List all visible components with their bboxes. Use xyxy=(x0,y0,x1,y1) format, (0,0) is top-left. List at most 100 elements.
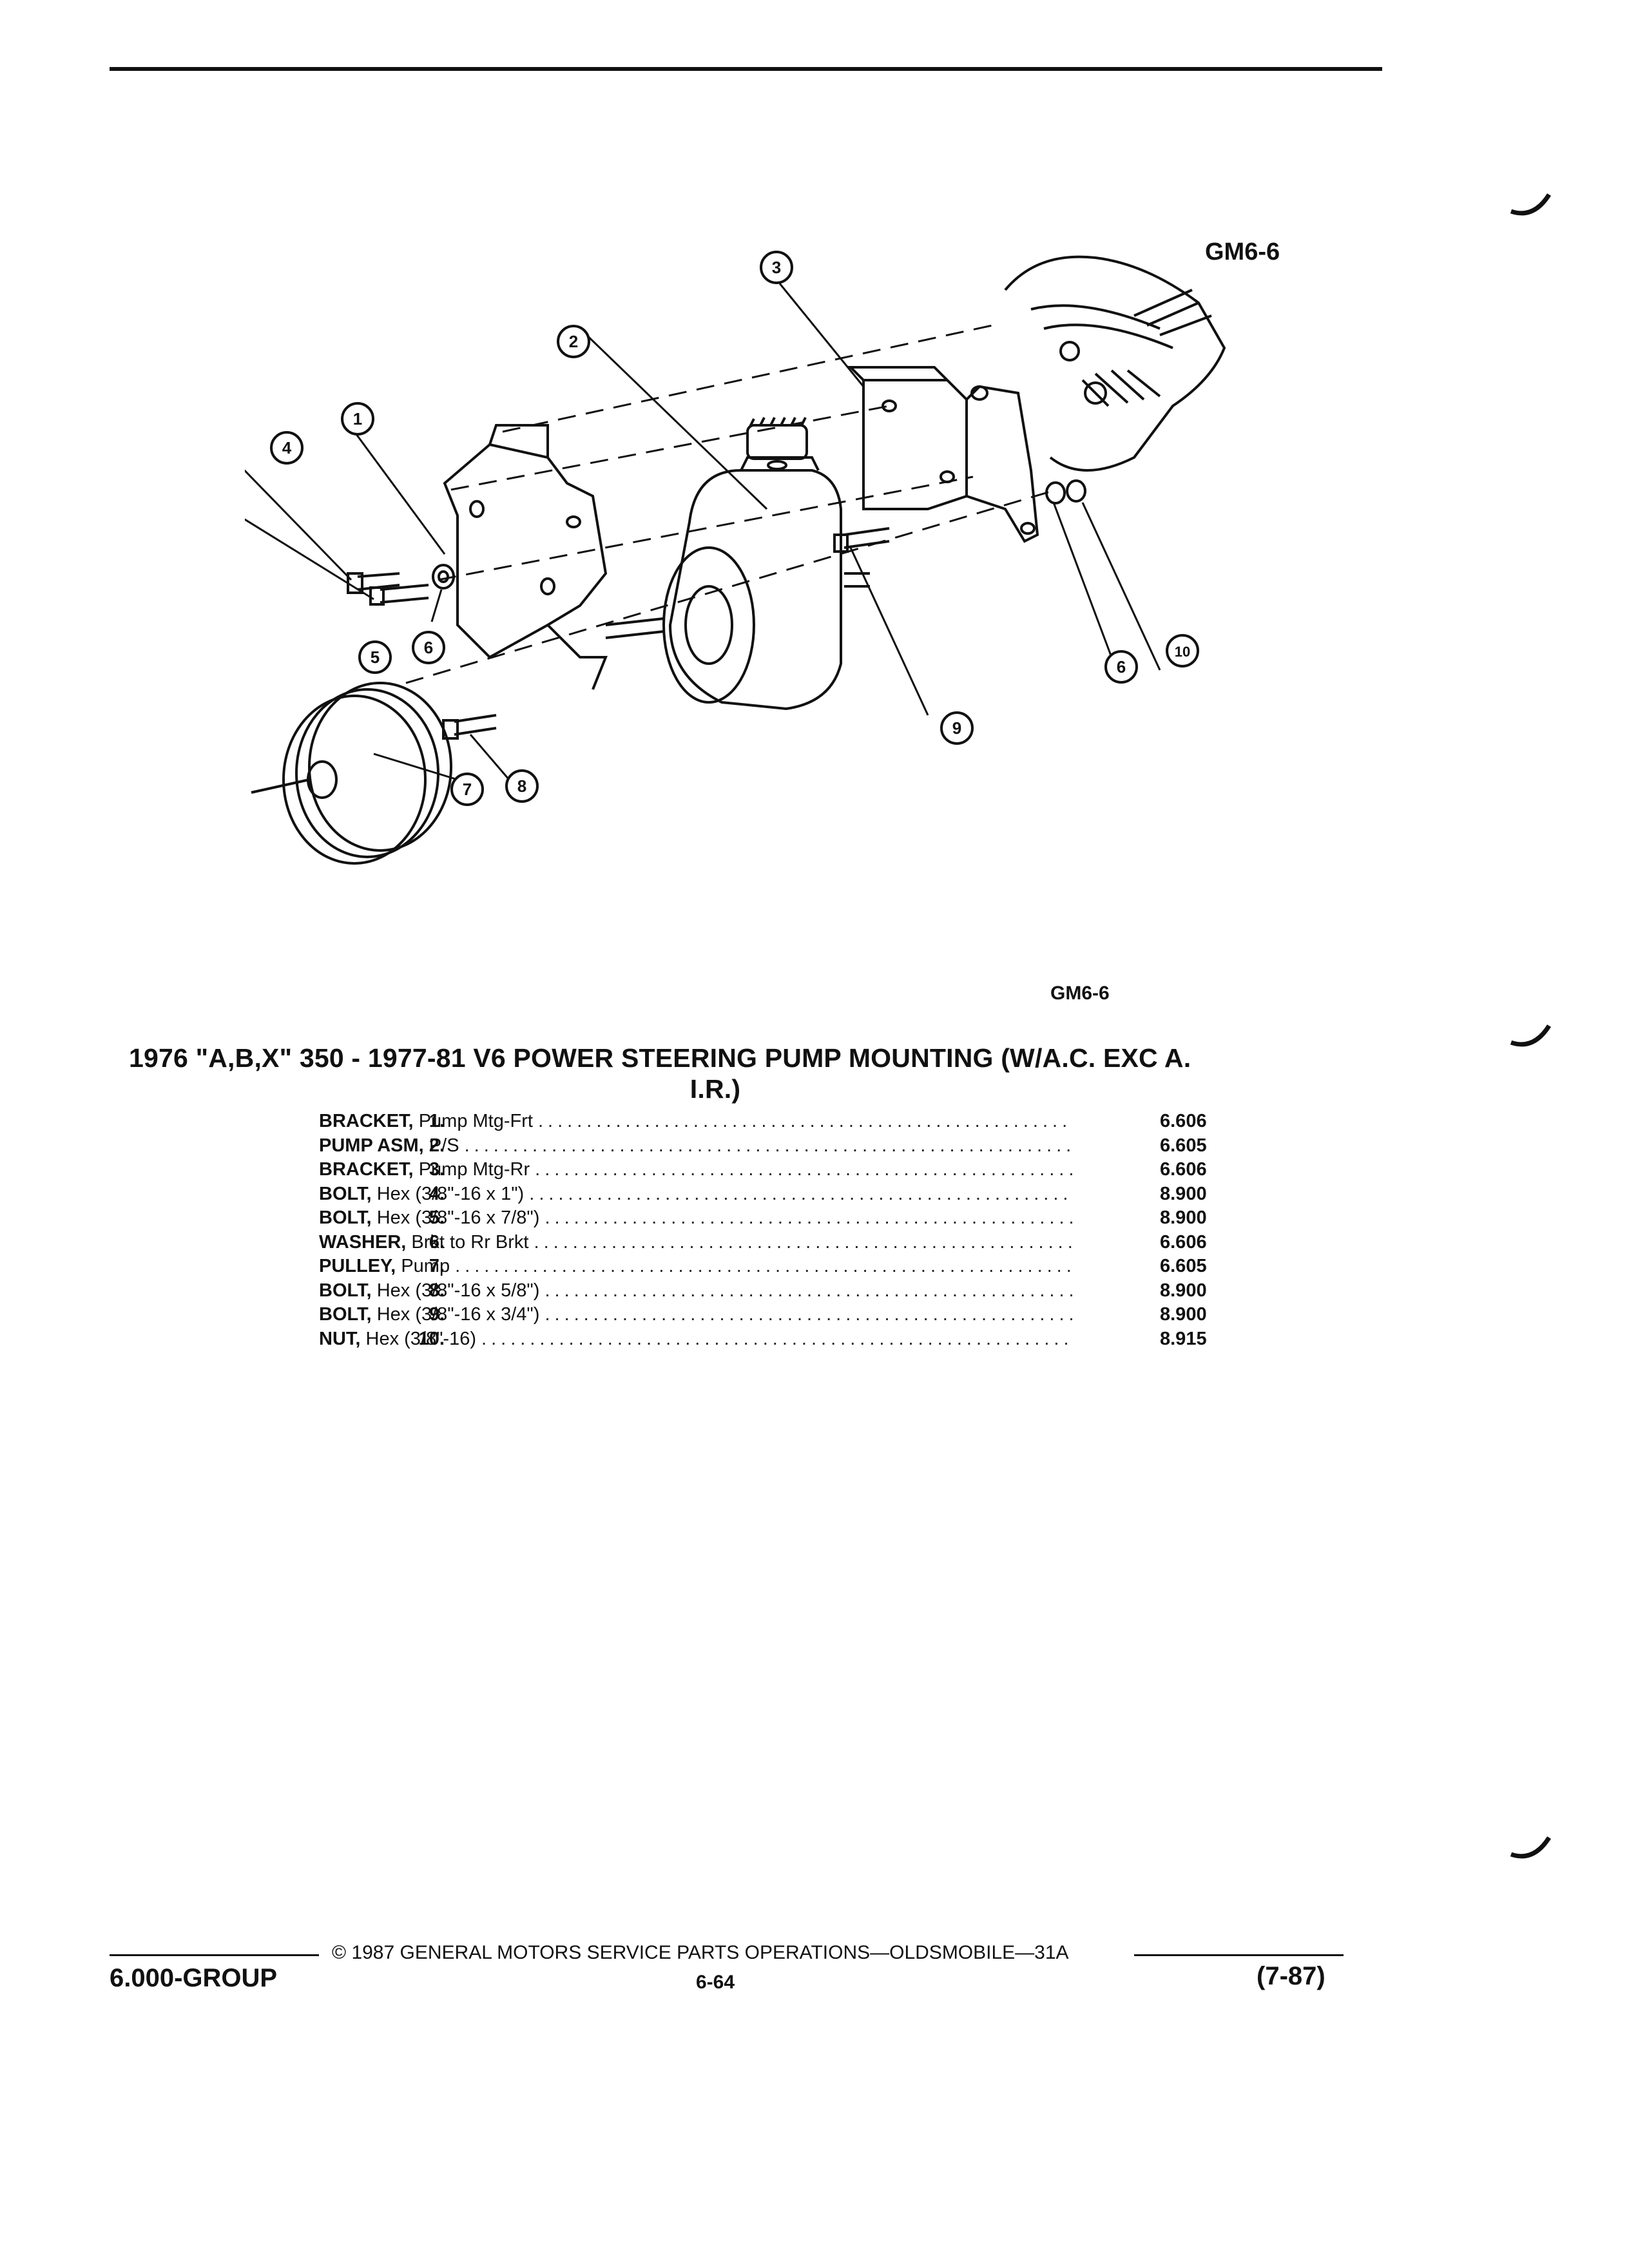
binding-mark-icon xyxy=(1510,193,1551,216)
part-description: BOLT, Hex (3/8"-16 x 7/8") .............… xyxy=(319,1206,1073,1230)
part-number: 2. xyxy=(429,1135,445,1156)
part-name: BRACKET, xyxy=(319,1159,414,1180)
part-detail: Hex (3/8"-16 x 5/8") xyxy=(376,1280,540,1301)
leader-dots: ........................................… xyxy=(455,1256,1073,1276)
svg-text:1: 1 xyxy=(353,409,362,428)
svg-text:6: 6 xyxy=(1117,657,1126,677)
callout-10: 10 xyxy=(1166,634,1199,668)
part-description: BOLT, Hex (3/8"-16 x 3/4") .............… xyxy=(319,1303,1073,1327)
part-row: 10.NUT, Hex (3/8"-16) ..................… xyxy=(193,1327,1224,1352)
leader-dots: ........................................… xyxy=(481,1328,1073,1349)
part-description: PULLEY, Pump ...........................… xyxy=(319,1254,1073,1278)
pump-mounting-illustration xyxy=(245,255,1226,865)
part-number: 4. xyxy=(429,1183,445,1204)
part-detail: Pump Mtg-Rr xyxy=(418,1159,530,1180)
callout-7: 7 xyxy=(450,773,484,806)
page-number: 6-64 xyxy=(696,1972,735,1993)
leader-dots: ........................................… xyxy=(545,1304,1073,1325)
binding-mark-icon xyxy=(1510,1024,1551,1047)
leader-dots: ........................................… xyxy=(535,1159,1073,1180)
part-group-number: 6.606 xyxy=(1160,1111,1207,1131)
svg-text:7: 7 xyxy=(463,780,472,799)
part-description: BRACKET, Pump Mtg-Frt ..................… xyxy=(319,1110,1073,1133)
part-detail: Hex (3/8"-16 x 7/8") xyxy=(376,1207,540,1228)
callout-8: 8 xyxy=(505,769,539,803)
leader-dots: ........................................… xyxy=(464,1135,1073,1156)
callout-3: 3 xyxy=(760,251,793,284)
part-description: NUT, Hex (3/8"-16) .....................… xyxy=(319,1327,1073,1351)
part-name: BOLT, xyxy=(319,1207,372,1228)
part-description: BOLT, Hex (3/8"-16 x 1") ...............… xyxy=(319,1182,1073,1206)
part-group-number: 6.605 xyxy=(1160,1256,1207,1276)
part-row: 5.BOLT, Hex (3/8"-16 x 7/8") ...........… xyxy=(193,1206,1224,1231)
part-name: PULLEY, xyxy=(319,1256,396,1276)
part-number: 3. xyxy=(429,1159,445,1180)
callout-2: 2 xyxy=(557,325,590,358)
section-title-line1: 1976 "A,B,X" 350 - 1977-81 V6 POWER STEE… xyxy=(129,1043,1191,1073)
binding-mark-icon xyxy=(1510,1836,1551,1859)
part-number: 7. xyxy=(429,1256,445,1276)
leader-dots: ........................................… xyxy=(534,1231,1073,1253)
part-group-number: 6.606 xyxy=(1160,1231,1207,1253)
part-group-number: 8.900 xyxy=(1160,1280,1207,1301)
part-group-number: 8.900 xyxy=(1160,1207,1207,1228)
group-label: 6.000-GROUP xyxy=(110,1964,278,1992)
svg-text:10: 10 xyxy=(1175,644,1190,660)
top-rule xyxy=(110,67,1382,71)
diagram-code: GM6-6 xyxy=(1205,238,1280,265)
part-detail: Hex (3/8"-16) xyxy=(365,1328,476,1349)
svg-text:3: 3 xyxy=(772,258,781,277)
part-number: 6. xyxy=(429,1231,445,1253)
leader-dots: ........................................… xyxy=(538,1111,1073,1131)
part-row: 8.BOLT, Hex (3/8"-16 x 5/8") ...........… xyxy=(193,1279,1224,1303)
part-group-number: 6.606 xyxy=(1160,1159,1207,1180)
callout-6a: 6 xyxy=(412,631,445,664)
svg-text:6: 6 xyxy=(424,638,433,657)
callout-5: 5 xyxy=(358,640,392,674)
callout-1: 1 xyxy=(341,402,374,436)
callout-6b: 6 xyxy=(1104,650,1138,684)
callout-9: 9 xyxy=(940,711,974,745)
part-description: BRACKET, Pump Mtg-Rr ...................… xyxy=(319,1158,1073,1182)
revision-date: (7-87) xyxy=(1257,1962,1325,1990)
svg-text:8: 8 xyxy=(517,776,526,796)
svg-text:2: 2 xyxy=(569,332,578,351)
part-description: BOLT, Hex (3/8"-16 x 5/8") .............… xyxy=(319,1279,1073,1303)
part-row: 4.BOLT, Hex (3/8"-16 x 1") .............… xyxy=(193,1182,1224,1207)
part-name: PUMP ASM, xyxy=(319,1135,424,1156)
svg-text:4: 4 xyxy=(282,438,292,457)
part-row: 1.BRACKET, Pump Mtg-Frt ................… xyxy=(193,1110,1224,1134)
part-detail: P/S xyxy=(429,1135,459,1156)
part-number: 5. xyxy=(429,1207,445,1228)
part-row: 3.BRACKET, Pump Mtg-Rr .................… xyxy=(193,1158,1224,1182)
part-name: NUT, xyxy=(319,1328,361,1349)
parts-list: 1.BRACKET, Pump Mtg-Frt ................… xyxy=(193,1110,1224,1351)
part-name: BRACKET, xyxy=(319,1111,414,1131)
part-detail: Brkt to Rr Brkt xyxy=(411,1231,529,1253)
part-row: 2.PUMP ASM, P/S ........................… xyxy=(193,1134,1224,1158)
part-number: 8. xyxy=(429,1280,445,1301)
callout-4: 4 xyxy=(270,431,304,465)
copyright-text: © 1987 GENERAL MOTORS SERVICE PARTS OPER… xyxy=(332,1942,1069,1963)
section-title: 1976 "A,B,X" 350 - 1977-81 V6 POWER STEE… xyxy=(129,1043,1353,1104)
part-description: WASHER, Brkt to Rr Brkt ................… xyxy=(319,1231,1073,1254)
part-number: 10. xyxy=(418,1328,445,1349)
part-detail: Hex (3/8"-16 x 1") xyxy=(376,1183,525,1204)
part-row: 6.WASHER, Brkt to Rr Brkt ..............… xyxy=(193,1231,1224,1255)
part-row: 9.BOLT, Hex (3/8"-16 x 3/4") ...........… xyxy=(193,1303,1224,1327)
part-description: PUMP ASM, P/S ..........................… xyxy=(319,1134,1073,1158)
leader-dots: ........................................… xyxy=(529,1183,1073,1204)
svg-text:5: 5 xyxy=(371,648,380,667)
part-group-number: 8.900 xyxy=(1160,1304,1207,1325)
part-detail: Pump Mtg-Frt xyxy=(418,1111,533,1131)
callout-layer: 1 2 3 4 5 6 6 7 8 9 10 xyxy=(270,251,1199,806)
footer-rule-left xyxy=(110,1954,319,1956)
part-name: BOLT, xyxy=(319,1280,372,1301)
figure-caption-code: GM6-6 xyxy=(1050,983,1110,1004)
leader-dots: ........................................… xyxy=(545,1280,1073,1301)
section-title-line2: I.R.) xyxy=(689,1074,741,1104)
part-group-number: 8.900 xyxy=(1160,1183,1207,1204)
footer-rule-right xyxy=(1134,1954,1344,1956)
part-name: BOLT, xyxy=(319,1304,372,1325)
part-group-number: 8.915 xyxy=(1160,1328,1207,1349)
